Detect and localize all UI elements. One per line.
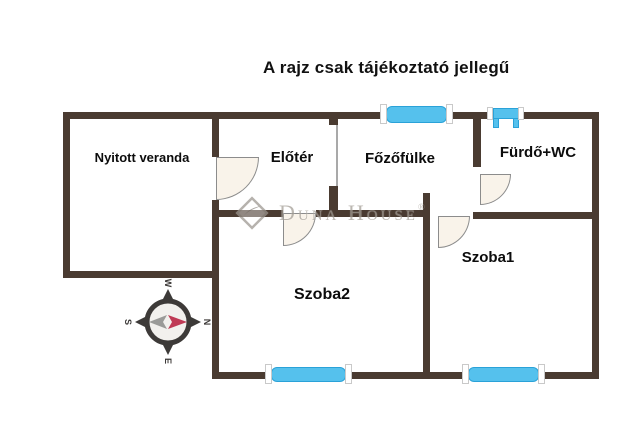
room-label-szoba2: Szoba2 — [293, 286, 351, 303]
window-szoba2-cap-right — [345, 364, 352, 384]
page-title: A rajz csak tájékoztató jellegű — [263, 58, 510, 77]
compass-label-w: W — [163, 279, 173, 288]
wall-szoba2-top-left — [212, 210, 283, 217]
wall-szoba1-szoba2-divider — [423, 193, 430, 379]
window-szoba1-cap-left — [462, 364, 469, 384]
window-furdo-cap-right — [518, 107, 524, 120]
door-furdo-arc — [480, 174, 511, 205]
room-label-fozofulke: Főzőfülke — [365, 150, 435, 167]
wall-kitchen-divider-bottom-stub — [329, 186, 338, 217]
window-fozofulke — [386, 106, 447, 123]
door-eloter-arc — [216, 157, 259, 200]
room-label-furdo: Fürdő+WC — [499, 144, 577, 161]
room-label-eloter: Előtér — [270, 149, 314, 166]
compass-label-n: N — [202, 319, 212, 326]
room-label-szoba1: Szoba1 — [461, 249, 515, 266]
wall-bath-divider — [473, 112, 481, 167]
window-furdo-cap-left — [487, 107, 493, 120]
window-szoba1 — [468, 367, 539, 382]
window-szoba2-cap-left — [265, 364, 272, 384]
wall-kitchen-divider-top-stub — [329, 112, 338, 125]
wall-szoba2-top-right — [316, 210, 430, 217]
window-fozofulke-cap-left — [380, 104, 387, 124]
wall-veranda-bottom — [63, 271, 219, 278]
wall-szoba1-top — [473, 212, 599, 219]
window-furdo-reveal-left — [493, 118, 499, 128]
window-fozofulke-cap-right — [446, 104, 453, 124]
compass-rose: N E S W — [123, 279, 212, 364]
compass-needle-north — [168, 315, 187, 329]
compass-label-s: S — [123, 319, 133, 325]
wall-outer-left — [63, 112, 70, 278]
window-szoba1-cap-right — [538, 364, 545, 384]
window-furdo-reveal-right — [513, 118, 519, 128]
wall-outer-bottom — [212, 372, 599, 379]
door-szoba1-arc — [438, 216, 470, 248]
door-szoba2-arc — [283, 213, 316, 246]
wall-veranda-divider-upper — [212, 112, 219, 157]
compass-needle-south — [149, 315, 167, 329]
compass-ring — [144, 298, 192, 346]
open-passage-line — [336, 125, 338, 186]
wall-outer-right — [592, 112, 599, 379]
wall-veranda-divider-lower — [212, 200, 219, 372]
compass-label-e: E — [163, 358, 173, 364]
room-label-veranda: Nyitott veranda — [94, 150, 190, 165]
window-szoba2 — [271, 367, 346, 382]
